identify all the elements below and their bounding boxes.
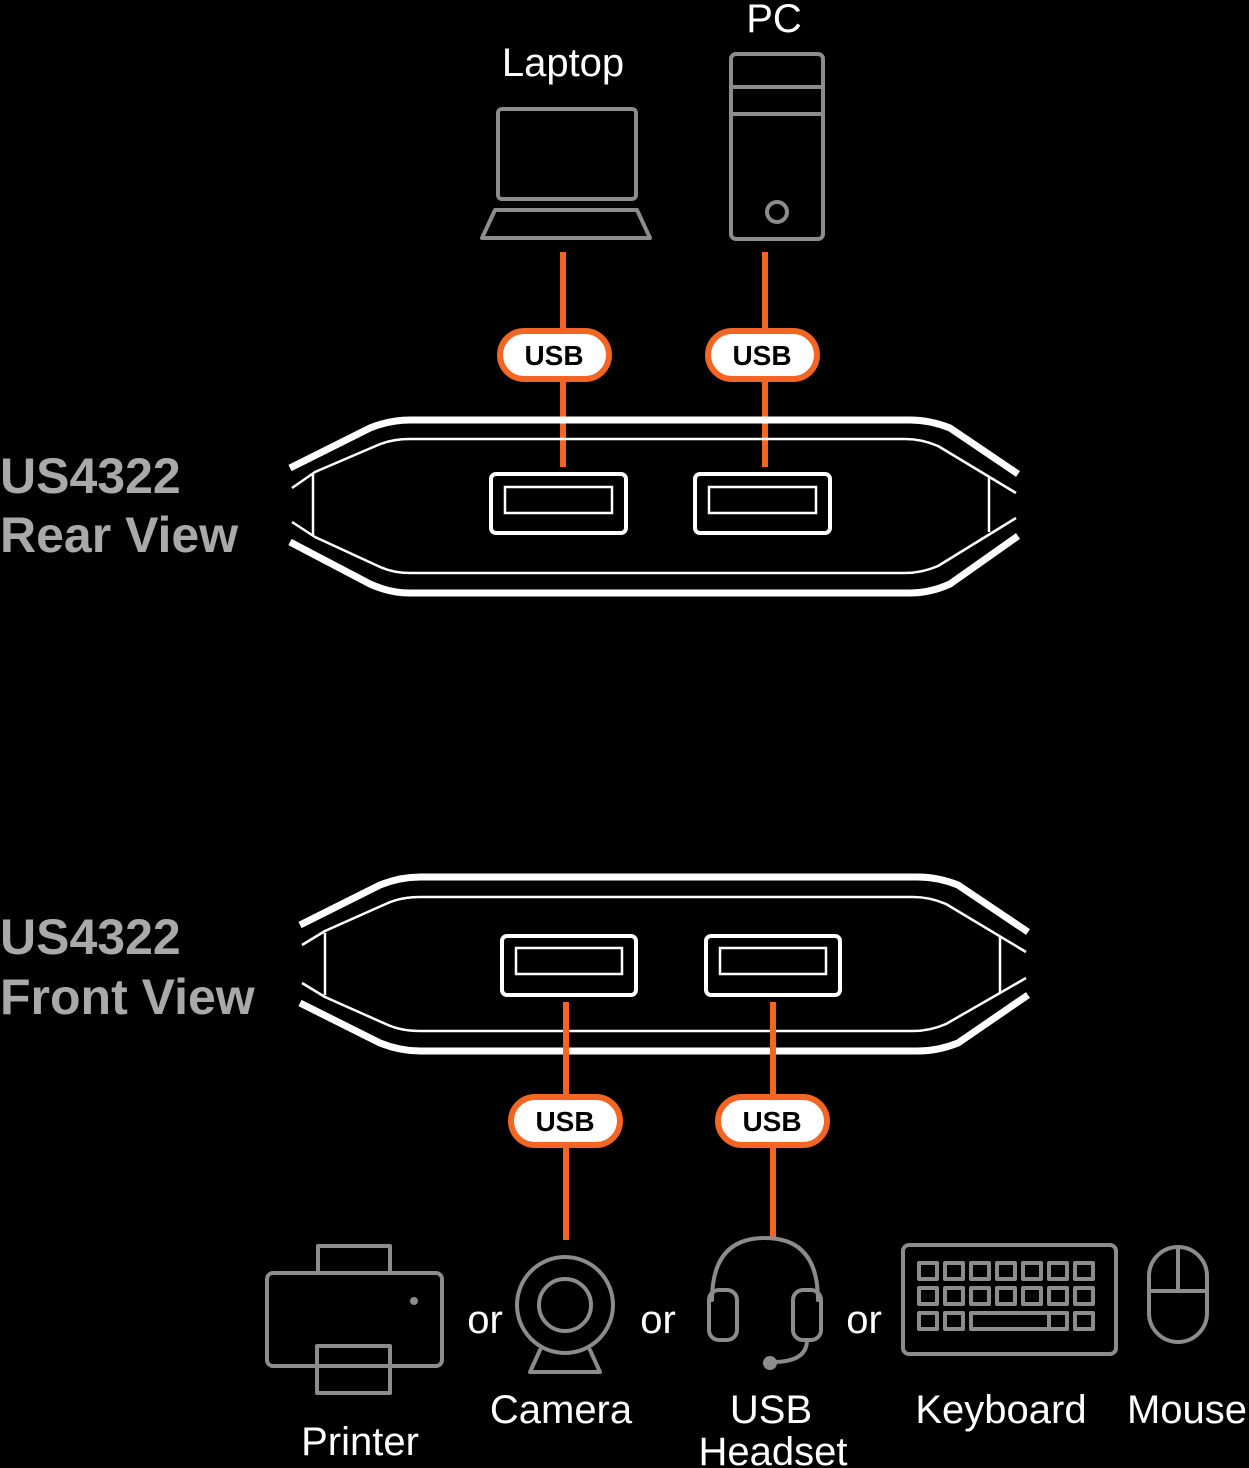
or-separator-2: or (640, 1298, 676, 1342)
usb-badge-pc: USB (705, 328, 820, 382)
keyboard-key (917, 1261, 939, 1281)
switch-front-unit (298, 873, 1030, 1055)
keyboard-key (943, 1311, 965, 1331)
keyboard-label: Keyboard (915, 1388, 1086, 1432)
mouse-label: Mouse (1127, 1388, 1247, 1432)
keyboard-key (1073, 1311, 1095, 1331)
keyboard-key (995, 1286, 1017, 1306)
usb-port-front-1 (500, 934, 638, 997)
or-separator-3: or (846, 1298, 882, 1342)
keyboard-key (1047, 1286, 1069, 1306)
usb-port-front-2 (704, 934, 842, 997)
headset-label-line2: Headset (699, 1430, 848, 1468)
usb-badge-front-1: USB (508, 1094, 623, 1148)
keyboard-key (969, 1261, 991, 1281)
pc-label: PC (746, 0, 802, 41)
pc-tower-icon (729, 52, 825, 241)
webcam-icon (515, 1255, 615, 1374)
svg-text:USB: USB (524, 340, 583, 371)
keyboard-key (1047, 1261, 1069, 1281)
printer-icon (265, 1244, 444, 1395)
keyboard-key (969, 1286, 991, 1306)
keyboard-icon (901, 1243, 1118, 1356)
keyboard-key (1073, 1286, 1095, 1306)
front-view-label: Front View (0, 969, 255, 1025)
mouse-icon (1147, 1245, 1209, 1344)
rear-model-label: US4322 (0, 448, 181, 504)
keyboard-key (1021, 1286, 1043, 1306)
svg-text:USB: USB (732, 340, 791, 371)
usb-port-rear-1 (489, 472, 628, 535)
headset-label-line1: USB (730, 1388, 812, 1432)
keyboard-key (917, 1286, 939, 1306)
usb-badge-front-2: USB (715, 1094, 830, 1148)
keyboard-key (995, 1261, 1017, 1281)
headset-icon (707, 1236, 823, 1370)
usb-port-rear-2 (693, 472, 832, 535)
switch-rear-unit (288, 416, 1021, 597)
keyboard-key (1021, 1261, 1043, 1281)
svg-text:USB: USB (742, 1106, 801, 1137)
keyboard-key (943, 1286, 965, 1306)
keyboard-key (1047, 1311, 1069, 1331)
printer-label: Printer (301, 1420, 419, 1464)
keyboard-key (943, 1261, 965, 1281)
laptop-label: Laptop (502, 41, 624, 85)
keyboard-key (1073, 1261, 1095, 1281)
usb-badge-laptop: USB (497, 328, 612, 382)
or-separator-1: or (467, 1298, 503, 1342)
svg-text:USB: USB (535, 1106, 594, 1137)
camera-label: Camera (490, 1388, 633, 1432)
laptop-icon (480, 107, 652, 240)
front-model-label: US4322 (0, 909, 181, 965)
keyboard-spacebar (969, 1311, 1069, 1331)
keyboard-key (917, 1311, 939, 1331)
rear-view-label: Rear View (0, 507, 238, 563)
